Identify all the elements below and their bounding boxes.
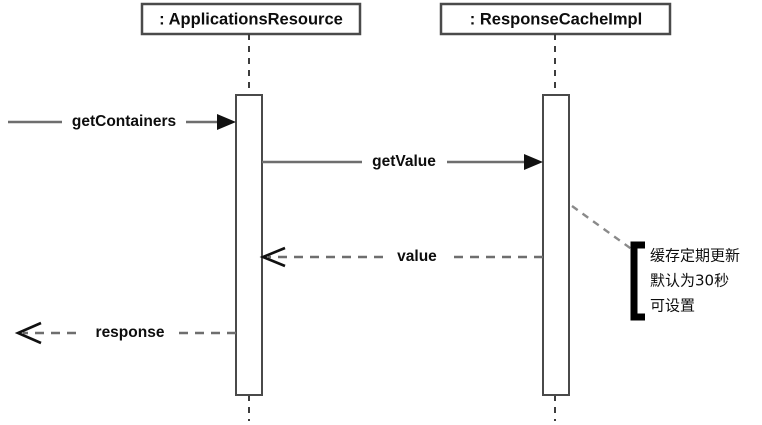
message-get-value[interactable]: getValue	[262, 152, 543, 173]
note-line-2: 默认为30秒	[650, 272, 729, 290]
message-value-return[interactable]: value	[259, 246, 543, 268]
message-label-bg-response-return	[83, 323, 177, 344]
message-get-containers[interactable]: getContainers	[8, 112, 236, 133]
note-connector-line	[571, 205, 638, 254]
note-line-3: 可设置	[650, 297, 695, 315]
message-label-bg-get-value	[362, 152, 447, 173]
message-label-response-return: response	[96, 324, 165, 341]
note-line-1: 缓存定期更新	[650, 247, 740, 265]
activation-bar-applications-resource	[235, 94, 263, 396]
participant-box-response-cache-impl	[439, 2, 672, 36]
participant-applications-resource[interactable]: : ApplicationsResource	[140, 2, 362, 421]
arrowhead-get-value	[524, 154, 543, 170]
message-label-bg-value-return	[385, 247, 449, 268]
arrowhead-response-return	[14, 321, 42, 345]
activation-bar-response-cache-impl	[542, 94, 570, 396]
message-response-return[interactable]: response	[14, 321, 236, 345]
arrowhead-value-return	[259, 246, 286, 268]
message-label-get-containers: getContainers	[72, 113, 176, 130]
note-bracket	[630, 241, 645, 321]
message-label-bg-get-containers	[62, 112, 186, 133]
arrowhead-get-containers	[217, 114, 236, 130]
participant-label-response-cache-impl: : ResponseCacheImpl	[470, 10, 642, 28]
participant-box-applications-resource	[140, 2, 362, 36]
message-label-value-return: value	[397, 248, 437, 265]
message-label-get-value: getValue	[372, 153, 436, 170]
participant-label-applications-resource: : ApplicationsResource	[159, 10, 343, 28]
note-cache-refresh: 缓存定期更新 默认为30秒 可设置	[571, 205, 740, 321]
participant-response-cache-impl[interactable]: : ResponseCacheImpl	[439, 2, 672, 421]
